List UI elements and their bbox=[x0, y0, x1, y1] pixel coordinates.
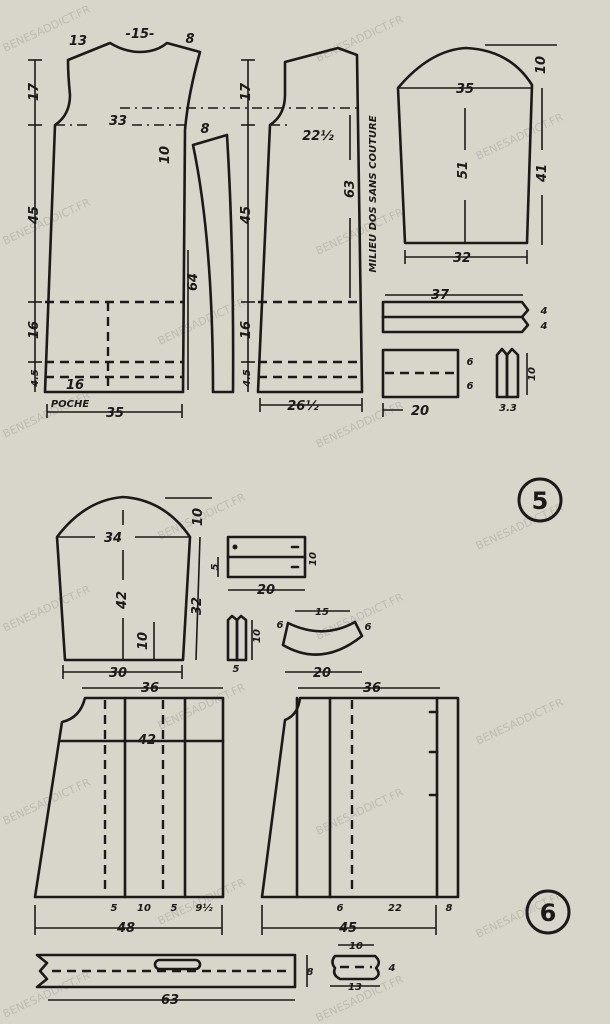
sleeve1-cap-label: 10 bbox=[534, 56, 549, 74]
belt1-length-label: 37 bbox=[431, 288, 450, 303]
back-bust-label: 22½ bbox=[302, 129, 334, 144]
figure-number-5: 5 bbox=[517, 477, 563, 523]
watermark: BENESADDICT.FR bbox=[314, 13, 406, 65]
facing-width-label: 8 bbox=[200, 122, 209, 137]
back-hem-band-label: 16 bbox=[239, 321, 254, 339]
front-neck-label: -15- bbox=[126, 27, 155, 42]
tab2-width-label: 5 bbox=[233, 664, 240, 675]
watermark: BENESADDICT.FR bbox=[314, 399, 406, 451]
pocket-piece-1: 6 6 20 bbox=[381, 348, 474, 419]
tab1-height-label: 10 bbox=[527, 367, 538, 381]
skirt-front-part3-label: 5 bbox=[171, 903, 178, 914]
front-pocket-label: POCHE bbox=[51, 399, 90, 410]
watermark: BENESADDICT.FR bbox=[314, 786, 406, 838]
watermark: BENESADDICT.FR bbox=[474, 111, 566, 163]
figure-number-6: 6 bbox=[525, 889, 571, 935]
collar2-top-label: 15 bbox=[315, 607, 329, 618]
sleeve2-bottom-label: 30 bbox=[109, 666, 127, 681]
watermark: BENESADDICT.FR bbox=[474, 696, 566, 748]
skirt-front-width-label: 48 bbox=[116, 921, 135, 936]
pocket1-width-label: 20 bbox=[411, 404, 429, 419]
sleeve1-center-label: 51 bbox=[456, 161, 471, 179]
cuff-piece-2: 5 10 20 bbox=[210, 535, 319, 598]
watermarks: BENESADDICT.FR BENESADDICT.FR BENESADDIC… bbox=[1, 3, 566, 1024]
skirt-front-piece: 36 42 5 10 5 9½ 48 bbox=[33, 681, 225, 936]
watermark: BENESADDICT.FR bbox=[1, 583, 93, 635]
sleeve1-side-label: 41 bbox=[535, 164, 550, 183]
front-piece: 13 -15- 8 17 45 16 4.5 16 POCHE 35 33 10… bbox=[27, 27, 360, 421]
tab2-height-label: 10 bbox=[252, 629, 263, 643]
back-piece: 17 45 16 4.5 22½ 63 MILIEU DOS SANS COUT… bbox=[239, 46, 379, 414]
pocket1-height2-label: 6 bbox=[467, 381, 474, 392]
cuff2-h-label: 5 bbox=[210, 563, 221, 570]
front-length-label: 45 bbox=[27, 206, 42, 225]
front-hem-band-label: 16 bbox=[27, 321, 42, 339]
front-width-label: 35 bbox=[106, 406, 124, 421]
collar-piece-2: 15 6 6 20 bbox=[277, 607, 372, 681]
sleeve1-top-label: 35 bbox=[456, 82, 474, 97]
front-hem-label: 4.5 bbox=[30, 369, 41, 388]
pocket1-height1-label: 6 bbox=[467, 357, 474, 368]
tab-piece-2: 10 5 bbox=[226, 614, 263, 675]
skirt-front-part2-label: 10 bbox=[137, 903, 151, 914]
figure-6-label: 6 bbox=[540, 899, 557, 927]
cuff2-height-label: 10 bbox=[308, 552, 319, 566]
figure-5-label: 5 bbox=[532, 487, 549, 515]
belt2-length-label: 63 bbox=[161, 993, 179, 1008]
skirt-front-top-label: 36 bbox=[141, 681, 159, 696]
skirt-back-part2-label: 22 bbox=[388, 903, 402, 914]
front-bust-label: 33 bbox=[109, 114, 127, 129]
front-side-label: 64 bbox=[186, 273, 201, 291]
sleeve2-side-label: 32 bbox=[190, 597, 205, 615]
front-shoulder-right-label: 8 bbox=[185, 32, 194, 47]
back-center-label: 63 bbox=[343, 180, 358, 198]
sleeve2-top-label: 34 bbox=[104, 531, 122, 546]
sleeve2-center-label: 42 bbox=[115, 591, 130, 610]
back-length-label: 45 bbox=[239, 206, 254, 225]
belt1-height1-label: 4 bbox=[540, 306, 548, 317]
collar2-bottom-label: 20 bbox=[313, 666, 331, 681]
collar2-right-label: 6 bbox=[365, 622, 372, 633]
loop2-top-label: 10 bbox=[349, 941, 363, 952]
tab-piece-1: 10 3.3 bbox=[495, 347, 538, 414]
skirt-front-part4-label: 9½ bbox=[195, 902, 213, 914]
belt-piece-2: 8 63 bbox=[35, 953, 314, 1008]
loop2-height-label: 4 bbox=[388, 963, 396, 974]
sleeve1-bottom-label: 32 bbox=[453, 251, 471, 266]
sleeve-piece-1: 35 51 10 41 32 bbox=[396, 44, 557, 266]
skirt-back-top-label: 36 bbox=[363, 681, 381, 696]
loop2-bottom-label: 13 bbox=[348, 982, 362, 993]
watermark: BENESADDICT.FR bbox=[156, 876, 248, 928]
front-dart-label: 10 bbox=[158, 146, 173, 164]
back-width-label: 26½ bbox=[287, 399, 319, 414]
skirt-back-piece: 36 6 22 8 45 bbox=[260, 681, 460, 936]
tab1-width-label: 3.3 bbox=[499, 403, 517, 414]
belt1-height2-label: 4 bbox=[540, 321, 548, 332]
belt2-height-label: 8 bbox=[307, 967, 314, 978]
front-shoulder-label: 13 bbox=[69, 34, 87, 49]
skirt-front-yoke-label: 42 bbox=[137, 733, 156, 748]
watermark: BENESADDICT.FR bbox=[1, 969, 93, 1021]
front-pocket-width-label: 16 bbox=[66, 378, 84, 393]
skirt-back-part1-label: 6 bbox=[337, 903, 344, 914]
skirt-back-width-label: 45 bbox=[338, 921, 357, 936]
back-center-note: MILIEU DOS SANS COUTURE bbox=[368, 115, 379, 272]
facing-piece: 8 bbox=[191, 122, 235, 394]
sleeve2-slit-label: 10 bbox=[136, 632, 151, 650]
belt-piece-1: 37 4 4 bbox=[381, 288, 548, 334]
cuff2-width-label: 20 bbox=[257, 583, 275, 598]
skirt-front-part1-label: 5 bbox=[111, 903, 118, 914]
back-hem-label: 4.5 bbox=[242, 369, 253, 388]
collar2-left-label: 6 bbox=[277, 620, 284, 631]
sleeve2-cap-label: 10 bbox=[191, 508, 206, 526]
loop-piece-2: 10 4 13 bbox=[330, 941, 396, 993]
sleeve-piece-2: 34 42 10 10 32 30 bbox=[55, 495, 212, 681]
back-armhole-label: 17 bbox=[239, 82, 254, 101]
front-armhole-label: 17 bbox=[27, 82, 42, 101]
skirt-back-part3-label: 8 bbox=[446, 903, 453, 914]
watermark: BENESADDICT.FR bbox=[1, 196, 93, 248]
